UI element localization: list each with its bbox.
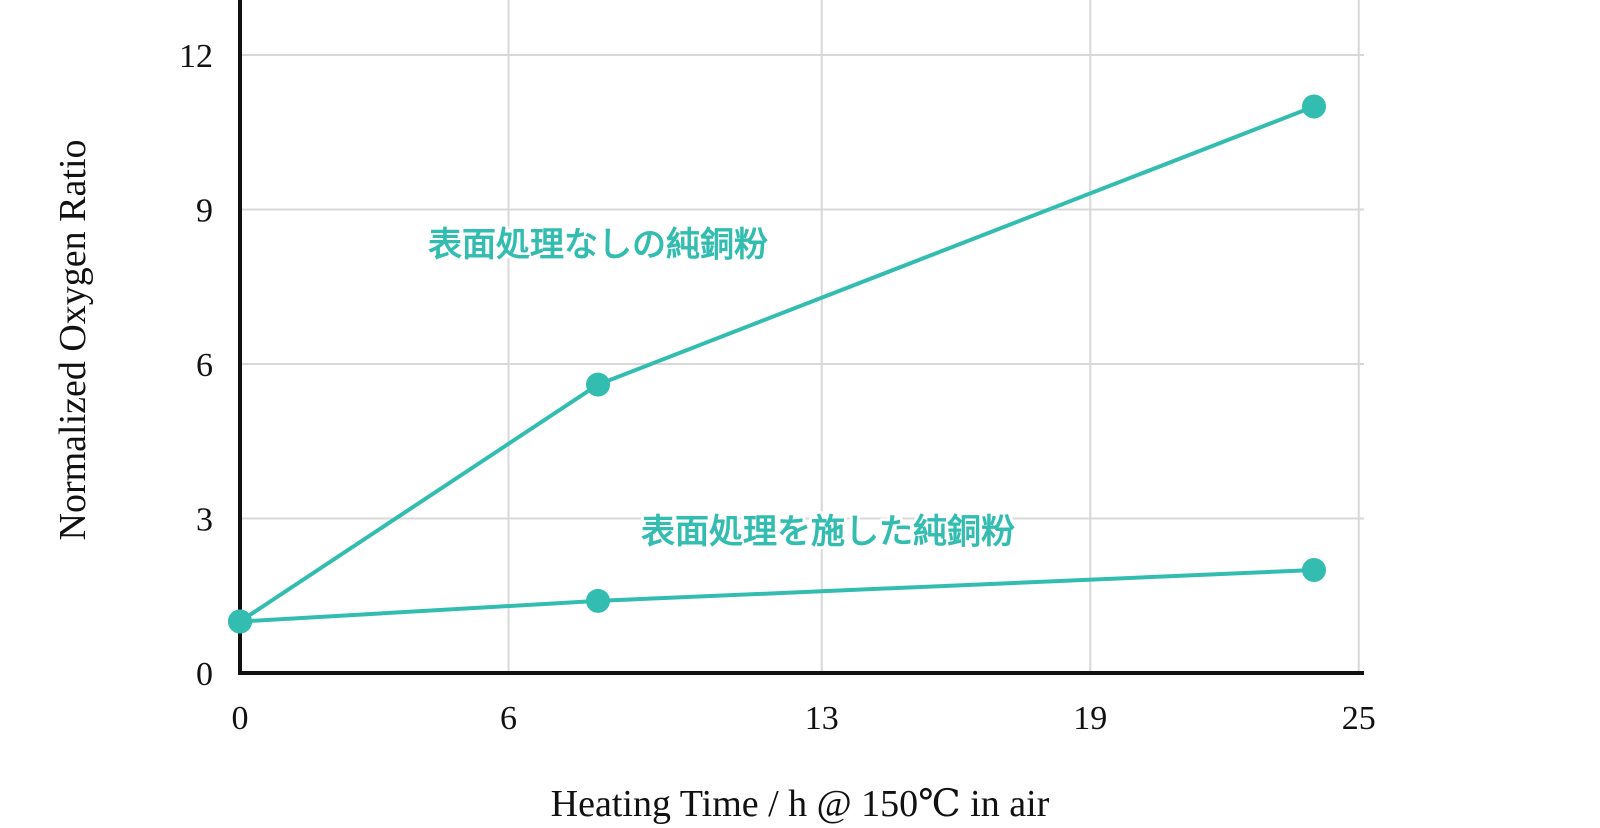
y-tick-label: 0 bbox=[196, 656, 213, 693]
x-axis-title: Heating Time / h @ 150℃ in air bbox=[551, 783, 1050, 825]
x-tick-label: 19 bbox=[1073, 700, 1107, 737]
gridlines bbox=[240, 0, 1364, 673]
data-points bbox=[228, 94, 1326, 634]
x-tick-labels: 0 6 13 19 25 bbox=[232, 700, 1376, 737]
y-axis-title: Normalized Oxygen Ratio bbox=[52, 139, 94, 540]
series-label: 表面処理なしの純銅粉 bbox=[428, 225, 768, 265]
y-tick-label: 3 bbox=[196, 502, 213, 539]
data-point bbox=[228, 609, 252, 634]
y-tick-label: 12 bbox=[179, 38, 213, 75]
x-tick-label: 6 bbox=[500, 700, 517, 737]
data-point bbox=[1302, 94, 1326, 119]
series-line bbox=[238, 568, 1316, 624]
x-tick-label: 0 bbox=[232, 700, 249, 737]
x-tick-label: 25 bbox=[1342, 700, 1376, 737]
y-tick-label: 9 bbox=[196, 193, 213, 230]
y-tick-labels: 0 3 6 9 12 bbox=[179, 38, 213, 693]
data-point bbox=[586, 588, 610, 613]
y-tick-label: 6 bbox=[196, 347, 213, 384]
data-point bbox=[586, 372, 610, 397]
x-tick-label: 13 bbox=[805, 700, 839, 737]
series-label: 表面処理を施した純銅粉 bbox=[641, 512, 1015, 552]
data-point bbox=[1302, 558, 1326, 582]
axes bbox=[238, 0, 1364, 675]
